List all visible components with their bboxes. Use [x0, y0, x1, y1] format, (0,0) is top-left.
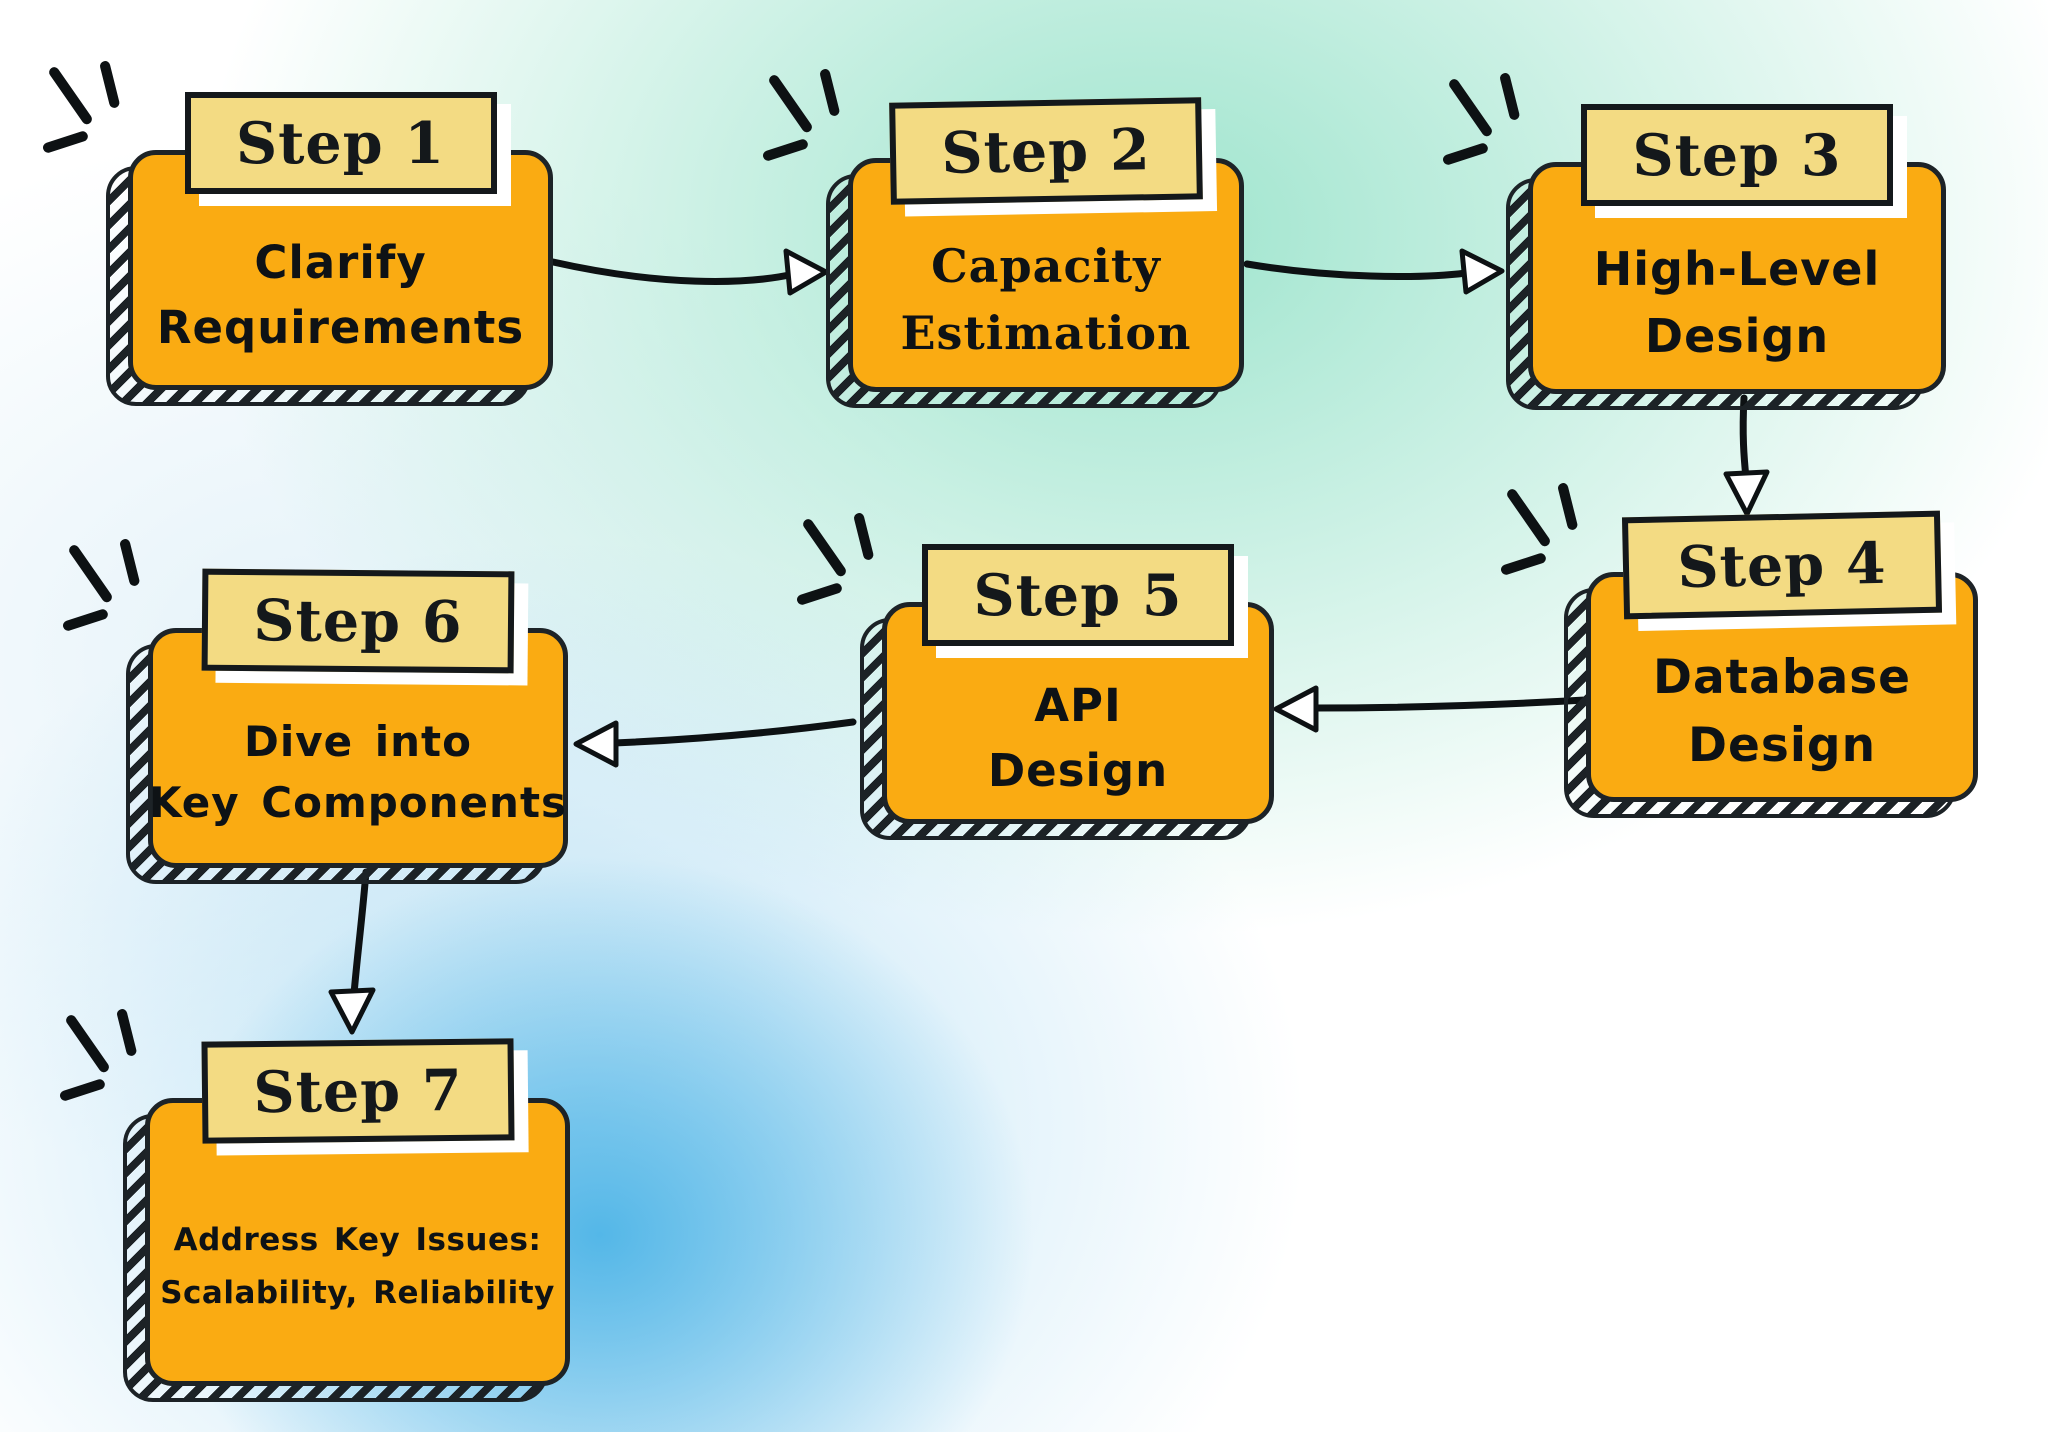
step-2-card: Capacity Estimation Step 2: [763, 69, 1244, 408]
step-5-text-line-1: API: [1034, 678, 1122, 732]
step-1-text-line-2: Requirements: [156, 301, 525, 354]
step-2-label: Step 2: [940, 115, 1152, 187]
step-4-label-tab: Step 4: [1621, 510, 1943, 620]
step-3-text-line-1: High-Level: [1593, 242, 1881, 297]
sparkle-icon: [60, 1009, 137, 1101]
sparkle-icon: [763, 69, 840, 161]
arrow-step-5-to-step-6: [573, 718, 857, 768]
step-7-card: Address Key Issues: Scalability, Reliabi…: [60, 1009, 570, 1402]
step-7-label-tab: Step 7: [200, 1038, 515, 1144]
step-3-label-tab: Step 3: [1581, 104, 1893, 206]
step-4-label: Step 4: [1676, 529, 1888, 601]
step-2-label-tab: Step 2: [889, 97, 1203, 205]
step-4-card: Database Design Step 4: [1501, 483, 1978, 818]
step-6-text-line-2: Key Components: [149, 778, 568, 827]
step-4-text-line-1: Database: [1652, 649, 1912, 705]
step-5-label-tab: Step 5: [922, 544, 1234, 646]
step-5-label: Step 5: [973, 561, 1183, 629]
arrow-step-3-to-step-4: [1723, 394, 1770, 517]
step-7-body: Address Key Issues: Scalability, Reliabi…: [145, 1098, 570, 1386]
step-7-label: Step 7: [252, 1056, 463, 1126]
step-3-text-line-2: Design: [1644, 309, 1830, 363]
step-4-text-line-2: Design: [1687, 718, 1877, 773]
step-3-card: High-Level Design Step 3: [1443, 73, 1946, 410]
step-2-text-line-1: Capacity: [931, 239, 1161, 294]
step-5-text-line-2: Design: [987, 744, 1169, 797]
arrow-step-1-to-step-2: [549, 248, 829, 296]
arrow-step-2-to-step-3: [1243, 248, 1505, 295]
sparkle-icon: [43, 61, 120, 153]
arrow-step-6-to-step-7: [328, 868, 376, 1035]
step-6-text-line-1: Dive into: [244, 717, 472, 767]
sparkle-icon: [1443, 73, 1520, 165]
step-6-label: Step 6: [253, 586, 463, 656]
sparkle-icon: [797, 513, 874, 605]
step-7-text-line-1: Address Key Issues:: [173, 1222, 542, 1259]
step-6-label-tab: Step 6: [201, 568, 515, 674]
step-1-label: Step 1: [235, 109, 446, 177]
step-3-label: Step 3: [1632, 121, 1842, 189]
step-7-text-line-2: Scalability, Reliability: [160, 1275, 555, 1311]
step-6-card: Dive into Key Components Step 6: [63, 539, 568, 884]
step-1-text-line-1: Clarify: [254, 235, 427, 289]
step-2-text-line-2: Estimation: [900, 306, 1192, 360]
step-1-card: Clarify Requirements Step 1: [43, 61, 553, 406]
sparkle-icon: [1501, 483, 1578, 575]
step-1-label-tab: Step 1: [184, 92, 497, 194]
arrow-step-4-to-step-5: [1273, 685, 1589, 733]
step-5-card: API Design Step 5: [797, 513, 1274, 840]
sparkle-icon: [63, 539, 140, 631]
